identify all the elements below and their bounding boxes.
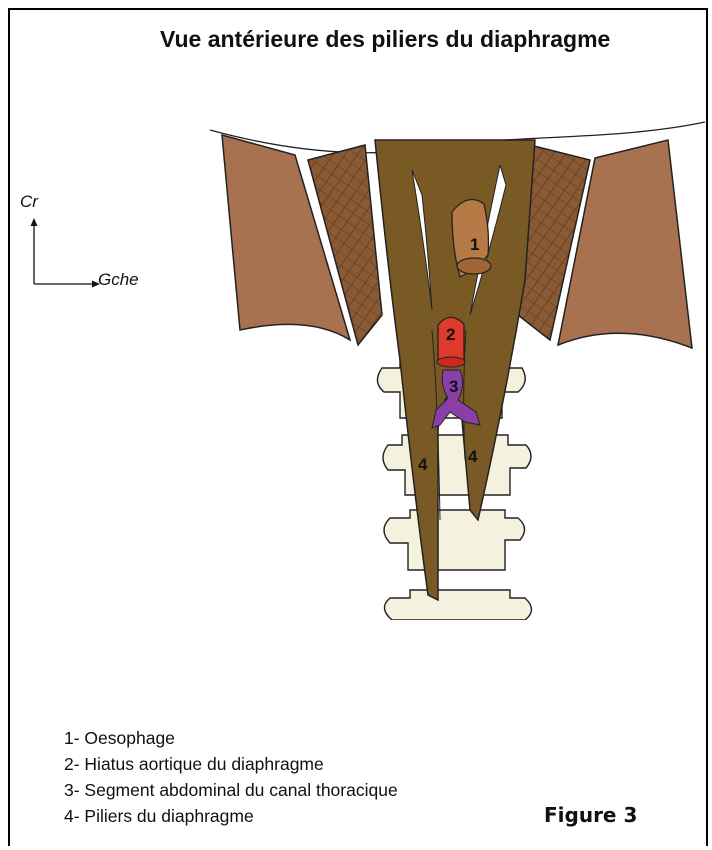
oesophagus-opening <box>457 258 491 274</box>
cranial-arrow-head <box>31 218 38 226</box>
aortic-hiatus: 2 <box>437 317 465 367</box>
vertebra-2 <box>383 435 531 495</box>
figure-number: Figure 3 <box>544 803 637 827</box>
legend-item: 1- Oesophage <box>64 725 398 751</box>
marker-2: 2 <box>446 325 455 344</box>
legend: 1- Oesophage 2- Hiatus aortique du diaph… <box>64 725 398 829</box>
marker-4-right: 4 <box>468 447 478 466</box>
marker-1: 1 <box>470 235 479 254</box>
legend-item: 3- Segment abdominal du canal thoracique <box>64 777 398 803</box>
vertebra-3 <box>384 510 525 570</box>
legend-item: 2- Hiatus aortique du diaphragme <box>64 751 398 777</box>
aortic-hiatus-rim <box>437 357 465 367</box>
legend-item: 4- Piliers du diaphragme <box>64 803 398 829</box>
marker-4-left: 4 <box>418 455 428 474</box>
left-direction-label: Gche <box>98 270 139 290</box>
oesophagus: 1 <box>452 200 491 278</box>
figure-title: Vue antérieure des piliers du diaphragme <box>160 26 610 53</box>
diaphragm-illustration: 1 2 3 4 4 <box>200 100 710 620</box>
marker-3: 3 <box>449 377 458 396</box>
cranial-label: Cr <box>20 192 38 212</box>
vertebra-4 <box>384 590 531 620</box>
